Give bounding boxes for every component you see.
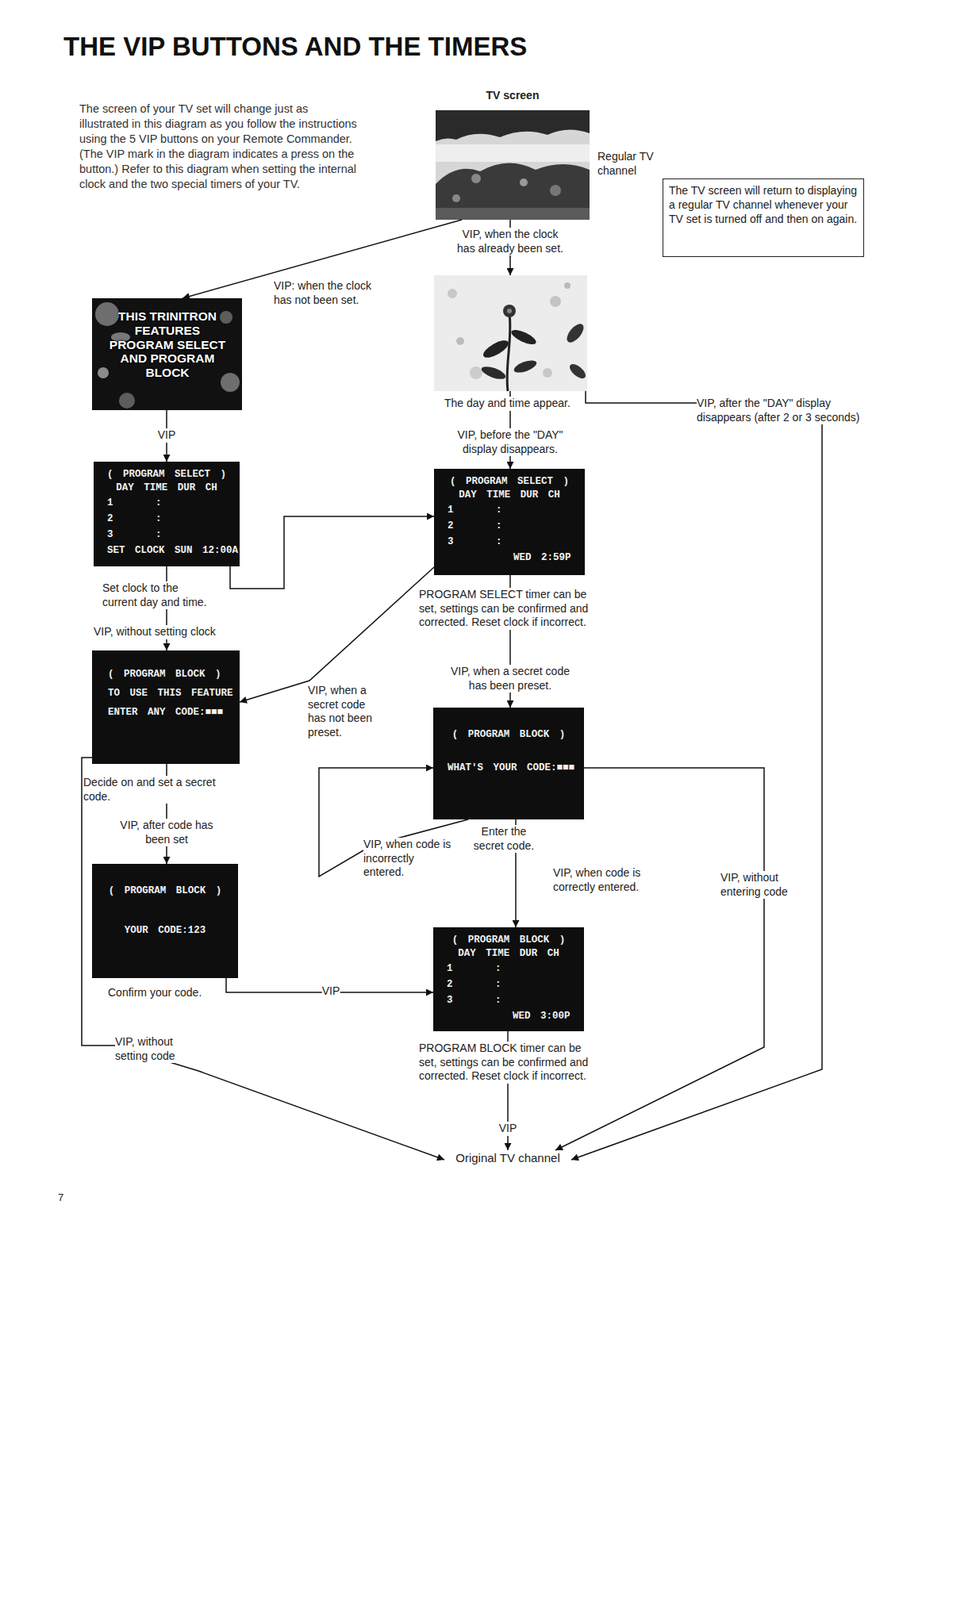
screen-text: 1 [107,498,114,510]
screen-text: : [495,521,503,533]
screen-text: 1 [447,505,454,517]
tv-screen: ( PROGRAM BLOCK ) TO USE THIS FEATURE ENTE… [92,650,240,765]
screen-text: 3 [107,530,114,542]
screen-text: WED 2:59P [513,553,572,565]
node-text: Regular TV channel [597,149,673,178]
edge-label: VIP, before the "DAY" display disappears… [445,428,577,457]
screen-text: 3 [446,995,454,1007]
screen-text: : [495,964,502,976]
flow-arrow [239,567,435,703]
screen-text: ( PROGRAM BLOCK ) [452,729,566,742]
tv-screen: ( PROGRAM SELECT ) DAY TIME DUR CH1: 2: 3: S… [93,461,240,567]
edge-label: VIP: when the clock has not been set. [273,279,377,308]
screen-text: : [495,537,503,549]
screen-text: 2 [447,521,454,533]
tv-screen: THIS TRINITRON FEATURES PROGRAM SELECT A… [92,298,243,411]
edge-label: VIP, when code is incorrectly entered. [363,837,455,880]
screen-text: SET CLOCK SUN 12:00A [107,545,239,558]
screen-text: 3 [447,537,454,549]
edge-label: VIP, after code has been set [111,818,223,847]
edge-label: VIP [322,984,341,999]
screen-text: TO USE THIS FEATURE [107,688,234,700]
screen-text: DAY TIME DUR CH [457,948,560,961]
edge-label: Set clock to the current day and time. [102,581,214,610]
node-text: PROGRAM BLOCK timer can be set, settings… [418,1041,598,1084]
screen-text: 1 [446,964,454,976]
instruction-note: Confirm your code. [107,986,202,1001]
screen-text: WHAT'S YOUR CODE:■■■ [447,763,575,775]
screen-text: DAY TIME DUR CH [458,490,561,502]
flow-arrow [81,757,445,1161]
page-number: 7 [57,1191,64,1205]
edge-label: VIP, when a secret code has not been pre… [307,683,384,740]
node-text: Original TV channel [455,1151,560,1167]
tv-screen: ( PROGRAM BLOCK ) WHAT'S YOUR CODE:■■■ [433,707,584,820]
edge-label: VIP, without setting code [115,1035,195,1064]
edge-label: VIP, without entering code [720,871,800,900]
screen-text: ( PROGRAM BLOCK ) [108,886,223,898]
screen-text: YOUR CODE:123 [124,925,207,938]
screen-text: : [155,498,162,510]
flow-arrow [571,391,823,1161]
node-text: TV screen [486,88,540,104]
intro-screen-photo [92,298,243,411]
screen-text: ( PROGRAM BLOCK ) [452,935,566,947]
channel-text: Original TV channel [444,1150,572,1168]
screen-text: 2 [446,979,454,992]
node-text: PROGRAM SELECT timer can be set, setting… [418,587,598,631]
edge-label: VIP, when the clock has already been set… [454,227,566,256]
page-title: THE VIP BUTTONS AND THE TIMERS [63,31,527,62]
edge-label: VIP [499,1121,518,1137]
screen-text: WED 3:00P [512,1011,571,1023]
screen-text: : [155,530,162,542]
flow-arrow [555,768,765,1151]
screen-text: ( PROGRAM SELECT ) [107,469,227,481]
node-text: The TV screen will return to displaying … [668,183,860,227]
tv-screen: ( PROGRAM BLOCK ) YOUR CODE:123 [92,864,239,979]
tv-photo [435,110,590,220]
tv-screen: ( PROGRAM SELECT ) DAY TIME DUR CH 1: 2: 3: W… [434,468,585,576]
screen-text: 2 [107,514,114,526]
edge-label: VIP, when a secret code has been preset. [442,664,578,693]
flow-arrow [230,516,435,589]
intro-text: The screen of your TV set will change ju… [79,101,359,193]
edge-label: VIP, without setting clock [93,625,216,640]
screen-text: : [495,995,502,1007]
flower-photo [434,275,588,392]
note-box: The TV screen will return to displaying … [662,178,865,258]
screen-text: : [155,514,162,526]
screen-text: ( PROGRAM SELECT ) [449,476,569,488]
edge-label: VIP, after the "DAY" display disappears … [696,396,868,425]
node-text: The day and time appear. [444,396,571,412]
tv-screen-photo: The day and time appear. [434,275,588,392]
node-text: THIS TRINITRON FEATURES PROGRAM SELECT A… [103,309,231,381]
instruction-note: Enter the secret code. [468,825,540,853]
edge-label: VIP, when code is correctly entered. [553,866,673,895]
screen-text: ( PROGRAM BLOCK ) [107,669,222,681]
tv-screen-photo: TV screenRegular TV channel [435,110,590,220]
screen-text: : [495,979,502,992]
screen-text: ENTER ANY CODE:■■■ [107,707,223,719]
screen-text: : [495,505,503,517]
screen-text: DAY TIME DUR CH [115,483,218,495]
edge-label: VIP [157,428,177,443]
tv-screen: ( PROGRAM BLOCK )DAY TIME DUR CH1: 2: 3: WE… [433,927,584,1032]
instruction-note: Decide on and set a secret code. [83,776,231,804]
